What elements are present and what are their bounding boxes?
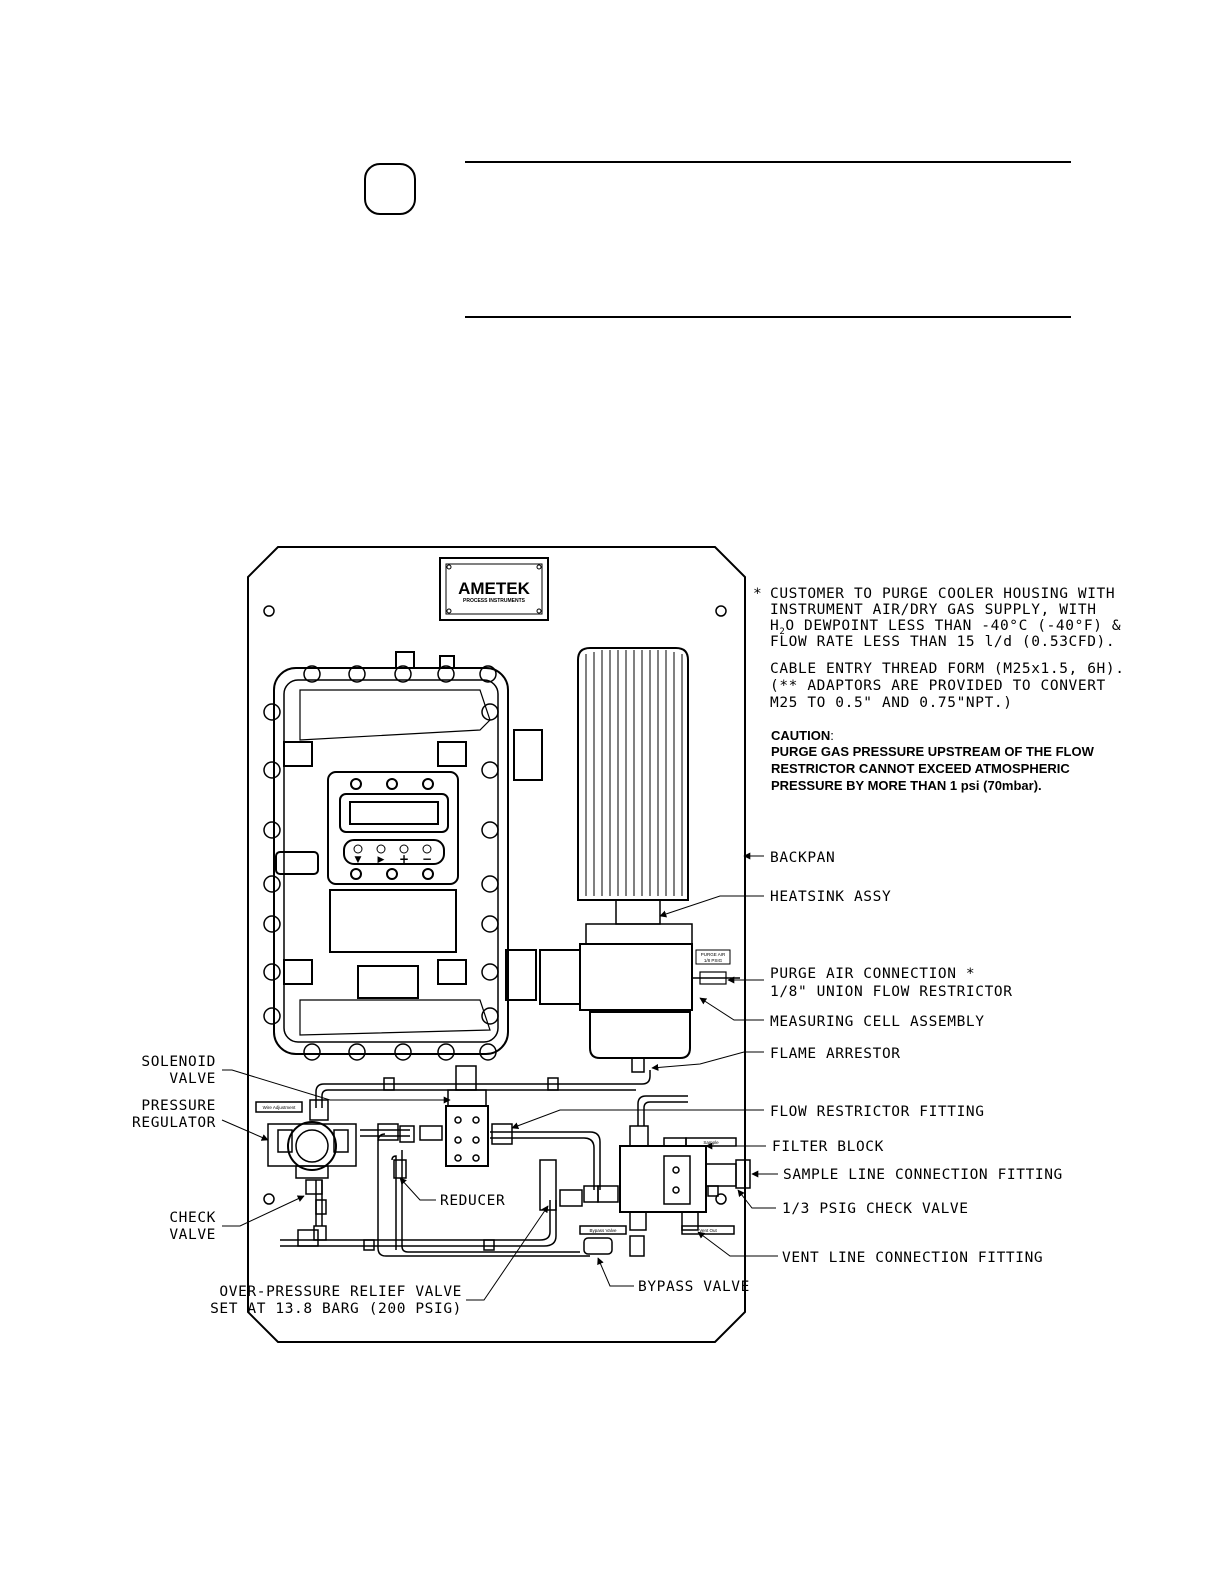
pressure-regulator (255, 1101, 357, 1179)
leader-lines (221, 852, 778, 1301)
filter-block (579, 1137, 751, 1235)
svg-text:Vent Out: Vent Out (699, 1228, 717, 1233)
brand-name: AMETEK (458, 579, 531, 598)
label-sample-line: SAMPLE LINE CONNECTION FITTING (783, 1167, 1063, 1183)
tubing (280, 1070, 688, 1257)
label-pressure-2: REGULATOR (132, 1115, 216, 1131)
svg-text:Sample: Sample (703, 1140, 719, 1145)
label-relief-1: OVER-PRESSURE RELIEF VALVE (219, 1284, 462, 1300)
label-bypass-valve: BYPASS VALVE (638, 1279, 750, 1295)
note-line-7: M25 TO 0.5" AND 0.75"NPT.) (770, 695, 1013, 711)
svg-text:Wire Adjustment: Wire Adjustment (263, 1105, 297, 1110)
key-plus[interactable]: + (399, 852, 409, 866)
label-backpan: BACKPAN (770, 850, 835, 866)
label-check-valve-13: 1/3 PSIG CHECK VALVE (782, 1201, 969, 1217)
key-right[interactable]: ▶ (378, 855, 385, 865)
label-reducer: REDUCER (440, 1193, 505, 1209)
regulator-tag: Wire Adjustment (263, 1105, 297, 1110)
mount-hole-tr (715, 605, 727, 617)
note-line-2: INSTRUMENT AIR/DRY GAS SUPPLY, WITH (770, 602, 1097, 618)
note-line-4: FLOW RATE LESS THAN 15 l/d (0.53CFD). (770, 634, 1115, 650)
label-flame-arrestor: FLAME ARRESTOR (770, 1046, 901, 1062)
label-vent-line: VENT LINE CONNECTION FITTING (782, 1250, 1043, 1266)
callouts-right: BACKPAN HEATSINK ASSY PURGE AIR CONNECTI… (638, 850, 1063, 1295)
label-flow-restrictor: FLOW RESTRICTOR FITTING (770, 1104, 985, 1120)
brand-tagline: PROCESS INSTRUMENTS (463, 598, 526, 604)
note-asterisk: * (753, 586, 762, 602)
label-solenoid-2: VALVE (169, 1071, 216, 1087)
ametek-logo: AMETEK PROCESS INSTRUMENTS (439, 557, 549, 621)
label-relief-2: SET AT 13.8 BARG (200 PSIG) (210, 1301, 462, 1317)
notes-block: * CUSTOMER TO PURGE COOLER HOUSING WITH … (753, 586, 1125, 711)
note-line-1: CUSTOMER TO PURGE COOLER HOUSING WITH (770, 586, 1115, 602)
note-line-6: (** ADAPTORS ARE PROVIDED TO CONVERT (770, 678, 1106, 694)
label-pressure-1: PRESSURE (141, 1098, 216, 1114)
enclosure (263, 651, 543, 1061)
keypad: ▼ ▶ + − (355, 852, 432, 866)
svg-text:Bypass Valve: Bypass Valve (590, 1228, 617, 1233)
callouts-left: SOLENOID VALVE PRESSURE REGULATOR CHECK … (132, 1054, 505, 1317)
note-line-5: CABLE ENTRY THREAD FORM (M25x1.5, 6H). (770, 661, 1125, 677)
caution-block: CAUTION: PURGE GAS PRESSURE UPSTREAM OF … (771, 728, 1095, 793)
label-check-1: CHECK (169, 1210, 216, 1226)
mount-hole-bl (263, 1193, 275, 1205)
label-purge-air-1: PURGE AIR CONNECTION * (770, 966, 975, 982)
caution-line-1: PURGE GAS PRESSURE UPSTREAM OF THE FLOW (771, 744, 1095, 759)
step-marker-circle (364, 163, 416, 215)
label-heatsink: HEATSINK ASSY (770, 889, 891, 905)
mount-hole-br (715, 1193, 727, 1205)
label-solenoid-1: SOLENOID (141, 1054, 216, 1070)
svg-text:1/8 PSIG: 1/8 PSIG (704, 958, 723, 963)
caution-line-2: RESTRICTOR CANNOT EXCEED ATMOSPHERIC (771, 761, 1070, 776)
header-rule-bottom (465, 316, 1071, 318)
backpan-plate (247, 546, 746, 1343)
measuring-cell (539, 943, 740, 1073)
mount-hole-tl (263, 605, 275, 617)
caution-line-3: PRESSURE BY MORE THAN 1 psi (70mbar). (771, 778, 1042, 793)
label-check-2: VALVE (169, 1227, 216, 1243)
key-minus[interactable]: − (422, 852, 432, 866)
note-line-3: H2O DEWPOINT LESS THAN -40°C (-40°F) & (770, 618, 1121, 637)
label-purge-air-2: 1/8" UNION FLOW RESTRICTOR (770, 984, 1013, 1000)
heatsink (577, 647, 693, 945)
svg-text:PURGE AIR: PURGE AIR (701, 952, 726, 957)
key-down[interactable]: ▼ (355, 855, 362, 865)
label-filter-block: FILTER BLOCK (772, 1139, 884, 1155)
label-measuring-cell: MEASURING CELL ASSEMBLY (770, 1014, 985, 1030)
caution-title: CAUTION: (771, 728, 834, 743)
solenoid-valve (445, 1065, 489, 1167)
purge-tag: PURGE AIR 1/8 PSIG (695, 949, 731, 965)
header-rule-top (465, 161, 1071, 163)
